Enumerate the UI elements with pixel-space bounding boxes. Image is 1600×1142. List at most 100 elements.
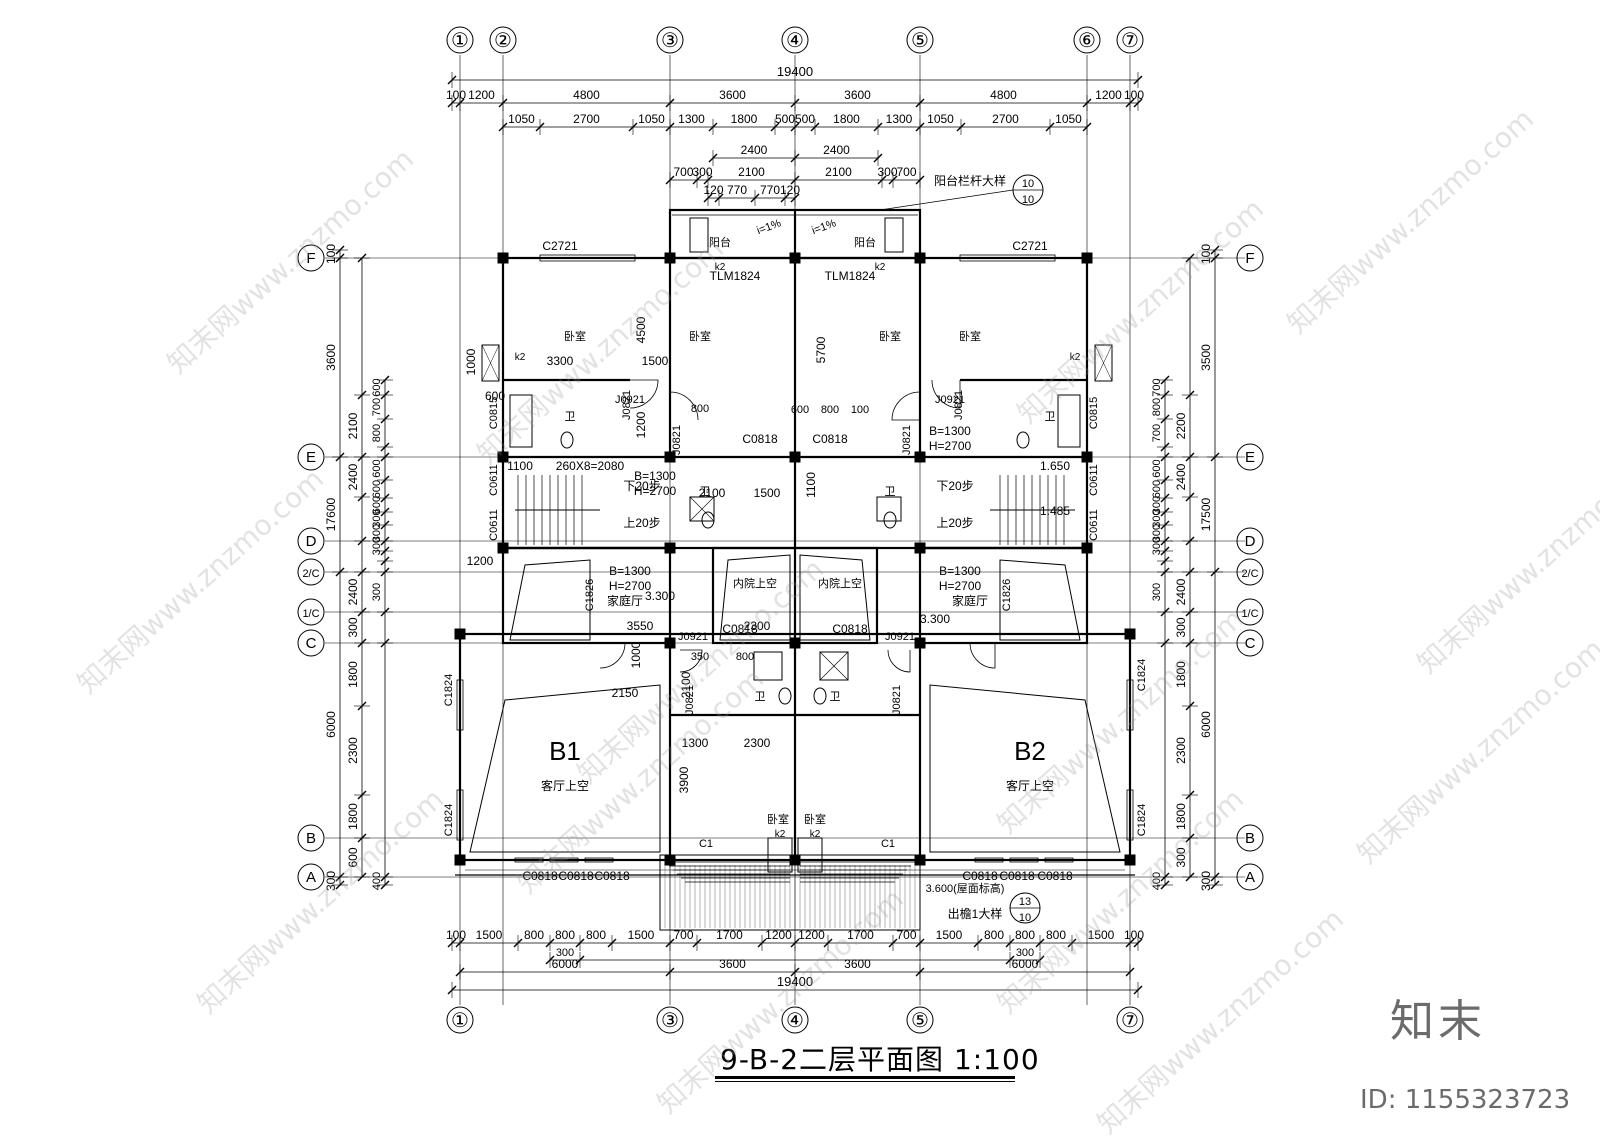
window-c2721: [539, 254, 636, 262]
dimension-slash: [1185, 536, 1195, 546]
dimension-slash: [1125, 98, 1135, 108]
dimension-label: 1300: [886, 112, 913, 126]
dimension-slash: [545, 955, 555, 965]
axis-bubble: [1236, 824, 1264, 852]
dimension-slash: [1210, 567, 1220, 577]
dimension-slash: [1185, 872, 1195, 882]
dimension-slash: [498, 122, 508, 132]
dimension-label: 1200: [634, 411, 648, 438]
dimension-label: 600: [485, 389, 505, 403]
bathtub-fixture: [1057, 394, 1081, 448]
dimension-slash: [1160, 475, 1170, 485]
dimension-label: 500: [775, 112, 795, 126]
window-tag-c2721: C2721: [1012, 239, 1048, 253]
dimension-label: 700: [896, 165, 916, 179]
dimension-slash: [956, 122, 966, 132]
dimension-label: 800: [821, 404, 839, 416]
dimension-label: 1300: [682, 736, 709, 750]
window-tag-c0611: C0611: [488, 509, 500, 541]
dimension-slash: [357, 492, 367, 502]
room-label-toilet: 卫: [565, 411, 576, 423]
axis-bubble-label: 2/C: [302, 568, 319, 580]
dimension-label: 3500: [1199, 344, 1213, 371]
axis-bubble-label: ③: [661, 1010, 679, 1032]
room-label-bedroom: 卧室: [804, 812, 826, 826]
axis-bubble: [1236, 558, 1264, 586]
room-label-bedroom: 卧室: [767, 812, 789, 826]
dimension-slash: [380, 493, 390, 503]
dimension-slash: [873, 122, 883, 132]
shower-line: [819, 651, 849, 681]
dimension-label: 300: [1199, 871, 1213, 891]
dimension-slash: [535, 122, 545, 132]
axis-bubble-label: ③: [661, 30, 679, 52]
axis-bubble: [446, 26, 474, 54]
dimension-slash: [790, 193, 800, 203]
shower-fixture: [876, 496, 902, 522]
dimension-slash: [750, 193, 760, 203]
axis-bubble: [297, 527, 325, 555]
window-tag-c0818: C0818: [558, 869, 594, 883]
family-hall-wall: [501, 546, 672, 645]
dimension-label: 2300: [744, 736, 771, 750]
dimension-slash: [790, 175, 800, 185]
axis-bubble-label: A: [306, 869, 316, 886]
dimension-label: 700: [371, 398, 383, 416]
dimension-label: 300: [877, 165, 897, 179]
dimension-slash: [877, 175, 887, 185]
dimension-label: 1800: [731, 112, 758, 126]
dimension-label: 17600: [324, 497, 338, 531]
dimension-slash: [1210, 245, 1220, 255]
window-tag-c0818: C0818: [722, 622, 758, 636]
dimension-slash: [1160, 452, 1170, 462]
structural-column: [497, 252, 509, 264]
dimension-slash: [357, 253, 367, 263]
courtyard-void-outline: [719, 554, 791, 641]
axis-bubble-label: ⑤: [911, 1010, 929, 1032]
dimension-label: 1200: [467, 554, 494, 568]
door-tag-j0821: J0821: [891, 685, 903, 715]
structural-column: [1081, 451, 1093, 463]
door-tag-j0821: J0821: [684, 685, 696, 715]
structural-column: [789, 451, 801, 463]
dimension-label: 100: [1124, 928, 1144, 942]
window-tag-c0818: C0818: [522, 869, 558, 883]
axis-bubble-label: ④: [786, 30, 804, 52]
dimension-slash: [823, 938, 833, 948]
dimension-label: 3550: [627, 619, 654, 633]
dimension-slash: [790, 938, 800, 948]
dimension-label: 1200: [468, 88, 495, 102]
dimension-slash: [790, 122, 800, 132]
axis-bubble-label: 1/C: [302, 608, 319, 620]
dimension-slash: [1160, 390, 1170, 400]
dimension-slash: [888, 175, 898, 185]
dimension-slash: [665, 175, 675, 185]
hall-void-outline: [999, 559, 1081, 641]
dimension-label: 600: [371, 480, 383, 498]
axis-bubble: [656, 1006, 684, 1034]
dimension-slash: [1160, 607, 1170, 617]
dimension-label: 300: [1151, 509, 1163, 527]
dimension-slash: [357, 536, 367, 546]
room-label-toilet: 卫: [1045, 411, 1056, 423]
dimension-slash: [335, 253, 345, 263]
axis-bubble-label: 1/C: [1241, 608, 1258, 620]
dimension-slash: [1185, 492, 1195, 502]
window-tag-c0815: C0815: [488, 397, 500, 429]
dimension-label: 800: [371, 424, 383, 442]
dimension-slash: [357, 607, 367, 617]
dimension-slash: [1035, 955, 1045, 965]
dimension-label: 1800: [1174, 803, 1188, 830]
dimension-label: 300: [1151, 496, 1163, 514]
dimension-slash: [873, 153, 883, 163]
room-label-toilet: 卫: [755, 691, 766, 703]
dimension-label: 600: [371, 378, 383, 396]
dimension-label: 1200: [798, 928, 825, 942]
dimension-label: 600: [371, 459, 383, 477]
dimension-slash: [1160, 442, 1170, 452]
ac-unit-box: [767, 837, 793, 873]
room-label-bedroom: 卧室: [959, 329, 981, 343]
window-tag-c1826: C1826: [1001, 579, 1013, 611]
dimension-label: 500: [795, 112, 815, 126]
ac-line: [1094, 344, 1113, 382]
